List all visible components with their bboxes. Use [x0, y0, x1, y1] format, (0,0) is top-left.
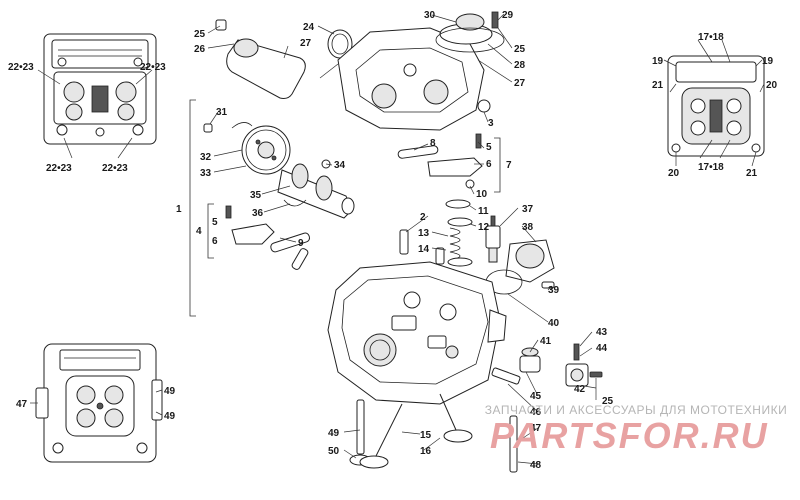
label-5: 5 — [212, 217, 218, 228]
label-22-23: 22•23 — [46, 163, 72, 174]
label-30: 30 — [424, 10, 436, 21]
label-32: 32 — [200, 152, 212, 163]
label-39: 39 — [548, 285, 560, 296]
label-27: 27 — [514, 78, 526, 89]
label-38: 38 — [522, 222, 534, 233]
bracket-group-1 — [189, 99, 196, 317]
label-19: 19 — [762, 56, 774, 67]
label-49: 49 — [164, 411, 176, 422]
label-47: 47 — [530, 423, 542, 434]
label-22-23: 22•23 — [140, 62, 166, 73]
label-10: 10 — [476, 189, 488, 200]
label-3: 3 — [488, 118, 494, 129]
label-14: 14 — [418, 244, 430, 255]
label-48: 48 — [530, 460, 542, 471]
label-25: 25 — [514, 44, 526, 55]
leader-lines — [30, 13, 765, 465]
label-21: 21 — [652, 80, 664, 91]
label-25: 25 — [602, 396, 614, 407]
label-29: 29 — [502, 10, 514, 21]
bracket-group-4 — [207, 203, 214, 259]
label-36: 36 — [252, 208, 264, 219]
label-33: 33 — [200, 168, 212, 179]
label-4: 4 — [196, 226, 202, 237]
label-1: 1 — [176, 204, 182, 215]
label-7: 7 — [506, 160, 512, 171]
label-44: 44 — [596, 343, 608, 354]
label-11: 11 — [478, 206, 489, 217]
label-42: 42 — [574, 384, 586, 395]
label-22-23: 22•23 — [8, 62, 34, 73]
label-5: 5 — [486, 142, 492, 153]
label-43: 43 — [596, 327, 608, 338]
studs-and-valves — [349, 393, 518, 473]
inset-head-side-view — [667, 55, 765, 157]
label-17-18: 17•18 — [698, 162, 724, 173]
label-6: 6 — [486, 159, 492, 170]
upper-head-cover — [337, 11, 505, 131]
label-20: 20 — [668, 168, 680, 179]
label-13: 13 — [418, 228, 430, 239]
label-19: 19 — [652, 56, 664, 67]
cam-cover-group — [215, 19, 353, 99]
label-6: 6 — [212, 236, 218, 247]
label-16: 16 — [420, 446, 432, 457]
label-8: 8 — [430, 138, 436, 149]
part-labels: 22•23 22•23 22•23 22•23 25 26 24 27 30 2… — [8, 10, 778, 471]
inset-head-bottom-view — [35, 343, 163, 463]
label-15: 15 — [420, 430, 432, 441]
label-34: 34 — [334, 160, 346, 171]
temp-sensor-fittings — [491, 343, 603, 387]
watermark-logo: PARTSFOR.RU — [490, 415, 769, 456]
label-31: 31 — [216, 107, 228, 118]
label-22-23: 22•23 — [102, 163, 128, 174]
label-25: 25 — [194, 29, 206, 40]
label-20: 20 — [766, 80, 778, 91]
label-28: 28 — [514, 60, 526, 71]
watermark-caption: ЗАПЧАСТИ И АКСЕССУАРЫ ДЛЯ МОТОТЕХНИКИ — [484, 403, 788, 417]
label-2: 2 — [420, 212, 426, 223]
bracket-group-7 — [494, 137, 501, 193]
label-17-18: 17•18 — [698, 32, 724, 43]
label-12: 12 — [478, 222, 490, 233]
label-21: 21 — [746, 168, 758, 179]
label-47: 47 — [16, 399, 28, 410]
label-37: 37 — [522, 204, 534, 215]
label-40: 40 — [548, 318, 560, 329]
label-35: 35 — [250, 190, 262, 201]
valve-spring-group — [399, 215, 501, 267]
cylinder-head — [327, 261, 507, 405]
label-9: 9 — [298, 238, 304, 249]
label-24: 24 — [303, 22, 315, 33]
rocker-group — [225, 133, 483, 270]
camshaft-group — [203, 122, 355, 219]
label-27: 27 — [300, 38, 312, 49]
label-50: 50 — [328, 446, 340, 457]
label-26: 26 — [194, 44, 206, 55]
inset-head-top-view — [43, 33, 157, 145]
label-46: 46 — [530, 407, 542, 418]
label-49: 49 — [164, 386, 176, 397]
label-49: 49 — [328, 428, 340, 439]
label-41: 41 — [540, 336, 552, 347]
label-45: 45 — [530, 391, 542, 402]
